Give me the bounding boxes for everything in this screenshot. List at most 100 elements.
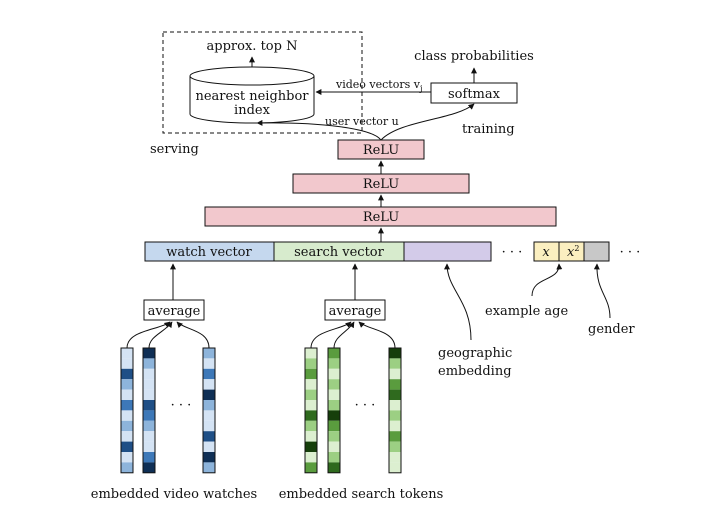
- video-watch-embedding-cell: [143, 358, 155, 369]
- geographic-embedding-segment: [403, 241, 492, 262]
- geographic-label-line1: geographic: [438, 346, 512, 361]
- video-watch-embedding-cell: [143, 379, 155, 390]
- search-token-embedding-column-outline: [327, 347, 341, 474]
- video-watch-embedding-cell: [121, 358, 133, 369]
- video-watch-embedding-cell: [143, 368, 155, 380]
- search-token-embedding-cell: [328, 410, 340, 421]
- approx-top-n-label: approx. top N: [207, 39, 298, 54]
- search-token-embedding-cell: [389, 441, 401, 452]
- search-token-embedding-cell: [305, 452, 317, 463]
- embedded-search-tokens-caption: embedded search tokens: [279, 487, 444, 502]
- search-token-embedding-cell: [328, 358, 340, 369]
- search-token-embedding-cell: [389, 462, 401, 473]
- search-token-embedding-cell: [328, 348, 340, 359]
- search-token-embedding-cell: [305, 410, 317, 421]
- search-token-embedding-cell: [328, 452, 340, 463]
- search-average-label: average: [329, 304, 382, 319]
- search-token-embedding-cell: [328, 400, 340, 411]
- embedded-search-tokens-columns: [304, 347, 402, 474]
- video-watch-embedding-cell: [203, 420, 215, 432]
- video-watch-embedding-cell: [121, 348, 133, 359]
- video-watch-embedding-cell: [121, 368, 133, 380]
- search-token-embedding-cell: [328, 368, 340, 380]
- video-watch-embedding-cell: [121, 379, 133, 390]
- search-token-embedding-cell: [389, 400, 401, 411]
- video-watch-embedding-cell: [143, 389, 155, 400]
- search-token-embedding-cell: [305, 358, 317, 369]
- video-watch-embedding-cell: [143, 462, 155, 473]
- search-token-embedding-cell: [328, 462, 340, 473]
- search-token-embedding-cell: [305, 400, 317, 411]
- search-token-embedding-column-outline: [388, 347, 402, 474]
- video-watch-embedding-cell: [143, 420, 155, 432]
- video-watch-embedding-cell: [203, 400, 215, 411]
- example-age-label: example age: [485, 304, 568, 319]
- search-token-embedding-cell: [328, 441, 340, 452]
- video-watch-embedding-cell: [121, 441, 133, 452]
- video-watch-embedding-column-outline: [202, 347, 216, 474]
- search-token-embedding-cell: [389, 368, 401, 380]
- search-token-embedding-cell: [305, 348, 317, 359]
- gender-label: gender: [588, 322, 635, 337]
- watch-average-label: average: [148, 304, 201, 319]
- search-token-embedding-cell: [305, 431, 317, 442]
- video-watch-embedding-cell: [143, 441, 155, 452]
- video-watch-embedding-cell: [121, 410, 133, 421]
- relu-layer-bottom: [204, 206, 557, 227]
- relu-label-middle: ReLU: [363, 177, 399, 192]
- search-token-embedding-cell: [328, 420, 340, 432]
- video-watch-embedding-cell: [203, 358, 215, 369]
- search-token-embedding-cell: [389, 452, 401, 463]
- search-token-embedding-cell: [389, 358, 401, 369]
- nearest-neighbor-index: nearest neighbor index: [189, 66, 315, 124]
- video-watch-embedding-cell: [121, 389, 133, 400]
- video-watch-embedding-cell: [121, 420, 133, 432]
- search-token-embedding-cell: [328, 431, 340, 442]
- search-token-embedding-cell: [305, 389, 317, 400]
- search-token-embedding-cell: [305, 441, 317, 452]
- video-watch-embedding-cell: [203, 379, 215, 390]
- index-label-line2: index: [234, 103, 271, 118]
- ellipsis-middle: · · ·: [502, 245, 523, 260]
- video-watch-embedding-cell: [203, 348, 215, 359]
- video-vectors-label: video vectors vj: [335, 78, 422, 93]
- search-token-embedding-cell: [389, 420, 401, 432]
- search-columns-ellipsis: · · ·: [355, 398, 376, 413]
- serving-region: [162, 31, 363, 134]
- search-token-embedding-cell: [328, 389, 340, 400]
- video-watch-embedding-cell: [203, 410, 215, 421]
- relu-layer-middle: [292, 173, 470, 194]
- softmax-label: softmax: [448, 87, 501, 102]
- embedded-video-watches-caption: embedded video watches: [91, 487, 257, 502]
- ellipsis-right: · · ·: [620, 245, 641, 260]
- video-watch-embedding-cell: [203, 452, 215, 463]
- search-token-embedding-cell: [389, 389, 401, 400]
- video-watch-embedding-cell: [143, 410, 155, 421]
- search-token-embedding-cell: [305, 379, 317, 390]
- watch-average-box: [143, 299, 205, 321]
- search-token-embedding-cell: [328, 379, 340, 390]
- class-probabilities-label: class probabilities: [414, 49, 534, 64]
- video-watch-embedding-cell: [143, 431, 155, 442]
- video-watch-embedding-cell: [203, 389, 215, 400]
- example-age-x2-label: x2: [567, 244, 579, 260]
- search-average-box: [324, 299, 386, 321]
- search-token-embedding-column-outline: [304, 347, 318, 474]
- watch-vector-label: watch vector: [166, 245, 252, 260]
- geographic-label-line2: embedding: [438, 364, 512, 379]
- search-token-embedding-cell: [389, 410, 401, 421]
- relu-label-bottom: ReLU: [363, 210, 399, 225]
- video-watch-embedding-cell: [203, 441, 215, 452]
- search-token-embedding-cell: [305, 368, 317, 380]
- video-watch-embedding-cell: [143, 348, 155, 359]
- video-watch-embedding-cell: [121, 431, 133, 442]
- search-token-embedding-cell: [305, 420, 317, 432]
- index-label-line1: nearest neighbor: [195, 89, 309, 104]
- serving-label: serving: [150, 142, 199, 157]
- embedded-video-watches-columns: [120, 347, 216, 474]
- relu-label-top: ReLU: [363, 143, 399, 158]
- example-age-x-label: x: [542, 245, 550, 260]
- video-watch-embedding-cell: [203, 368, 215, 380]
- relu-layer-top: [337, 139, 425, 160]
- video-watch-embedding-cell: [121, 452, 133, 463]
